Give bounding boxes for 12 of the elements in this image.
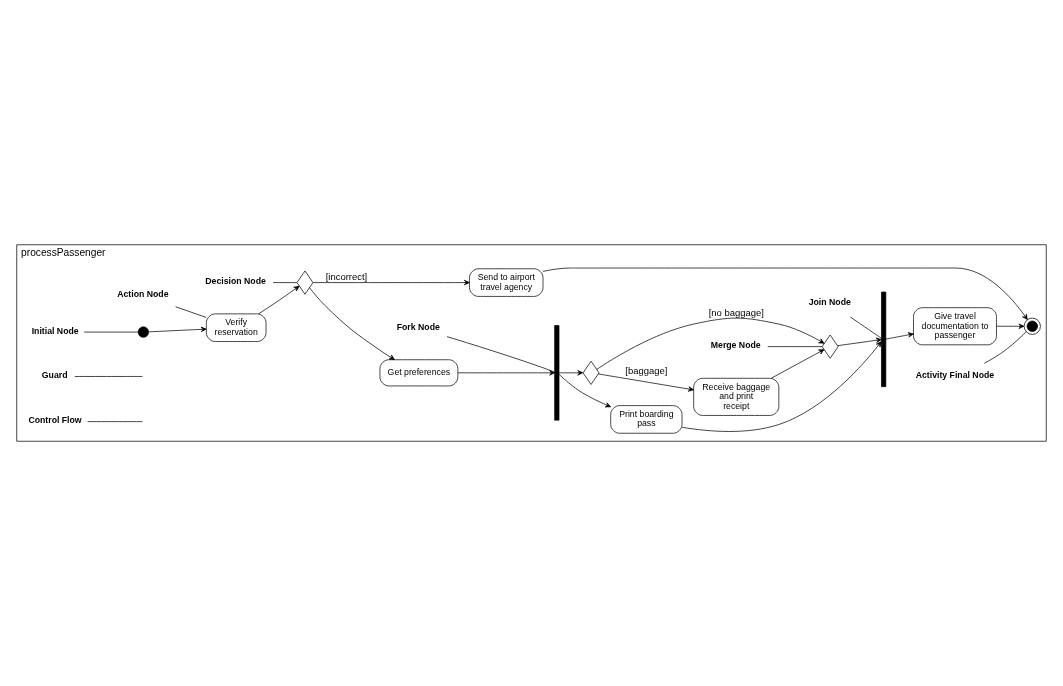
node-text: Activity Final Node: [915, 370, 995, 381]
node-text: Action Node: [117, 289, 169, 300]
edge-label: [baggage]: [625, 364, 668, 376]
node-text: Decision Node: [205, 276, 266, 287]
node-text: Guard: [41, 370, 68, 381]
edge-label: [incorrect]: [325, 270, 368, 282]
node-text: Join Node: [808, 297, 851, 308]
node-text: Merge Node: [710, 340, 761, 351]
node-text: Initial Node: [31, 325, 79, 336]
node-text: Control Flow: [28, 415, 82, 426]
node-text: Fork Node: [396, 321, 440, 332]
edge-label: [no baggage]: [708, 306, 764, 318]
